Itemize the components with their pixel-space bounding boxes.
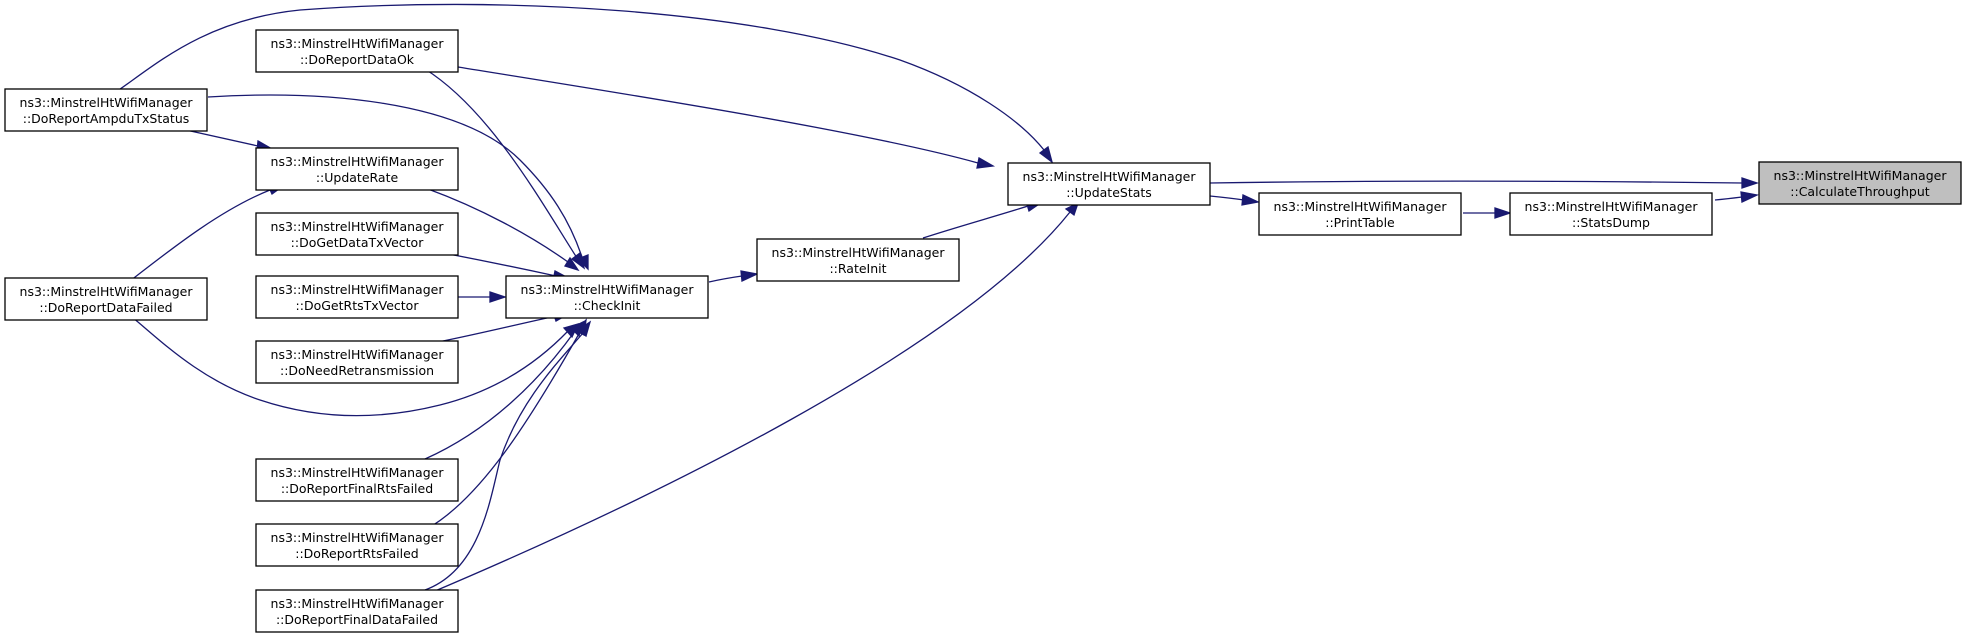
arrowhead [1494,207,1513,219]
edge-doreportdataok-to-checkinit [424,68,578,259]
node-dogetdatatxvector[interactable]: ns3::MinstrelHtWifiManager ::DoGetDataTx… [255,212,459,256]
node-checkinit[interactable]: ns3::MinstrelHtWifiManager ::CheckInit [505,275,709,319]
arrowhead [976,156,996,169]
node-line2: ::CalculateThroughput [1790,184,1930,199]
arrowhead [564,256,580,272]
arrowhead [1741,177,1760,189]
node-rateinit[interactable]: ns3::MinstrelHtWifiManager ::RateInit [756,238,960,282]
edge-rateinit-to-updatestats [922,205,1029,239]
node-line1: ns3::MinstrelHtWifiManager [271,530,445,545]
node-line2: ::RateInit [829,261,886,276]
node-line2: ::DoGetRtsTxVector [296,298,420,313]
node-line2: ::DoReportFinalDataFailed [276,612,438,627]
nodes: ns3::MinstrelHtWifiManager ::CalculateTh… [4,29,1962,633]
node-doreportdataok[interactable]: ns3::MinstrelHtWifiManager ::DoReportDat… [255,29,459,73]
node-updaterate[interactable]: ns3::MinstrelHtWifiManager ::UpdateRate [255,147,459,191]
edge-updaterate-to-checkinit [427,188,569,263]
node-doreportfinalrtsfailed[interactable]: ns3::MinstrelHtWifiManager ::DoReportFin… [255,458,459,502]
node-line1: ns3::MinstrelHtWifiManager [271,465,445,480]
edge-doreportfinaldata-to-updatestats [427,211,1071,595]
edge-doneedretrans-to-checkinit [427,315,557,345]
edge-updatestats-to-printtable [1209,195,1245,201]
arrowhead [740,270,760,282]
node-line1: ns3::MinstrelHtWifiManager [20,284,194,299]
node-line2: ::DoGetDataTxVector [291,235,425,250]
node-doreportrtsfailed[interactable]: ns3::MinstrelHtWifiManager ::DoReportRts… [255,523,459,567]
node-dogetrtstxvector[interactable]: ns3::MinstrelHtWifiManager ::DoGetRtsTxV… [255,275,459,319]
node-printtable[interactable]: ns3::MinstrelHtWifiManager ::PrintTable [1258,192,1462,236]
node-line1: ns3::MinstrelHtWifiManager [271,596,445,611]
node-line1: ns3::MinstrelHtWifiManager [271,154,445,169]
node-line2: ::UpdateStats [1066,185,1152,200]
arrowhead [1241,194,1261,206]
node-line2: ::DoReportDataOk [300,52,415,67]
node-line2: ::DoReportAmpduTxStatus [23,111,190,126]
node-line2: ::DoReportRtsFailed [295,546,419,561]
edge-doreportdatafailed-to-updaterate [129,189,271,282]
arrowhead [489,291,508,303]
node-line2: ::CheckInit [574,298,641,313]
node-doreportampdutxstatus[interactable]: ns3::MinstrelHtWifiManager ::DoReportAmp… [4,88,208,132]
edge-doreportampdu-to-updatestats [109,3,1045,151]
edges [109,3,1760,595]
node-line2: ::DoReportDataFailed [39,300,172,315]
node-line1: ns3::MinstrelHtWifiManager [271,282,445,297]
arrowhead [576,254,589,271]
node-line1: ns3::MinstrelHtWifiManager [20,95,194,110]
edge-doreportdatafailed-to-checkinit [131,316,569,417]
edge-doreportampdu-to-checkinit [207,94,584,261]
node-line1: ns3::MinstrelHtWifiManager [521,282,695,297]
edge-statsdump-to-calculatethroughput [1714,196,1743,201]
arrowhead [576,320,592,338]
edge-doreportfinaldata-to-checkinit [424,332,584,591]
node-line1: ns3::MinstrelHtWifiManager [271,219,445,234]
node-statsdump[interactable]: ns3::MinstrelHtWifiManager ::StatsDump [1509,192,1713,236]
node-calculatethroughput[interactable]: ns3::MinstrelHtWifiManager ::CalculateTh… [1758,161,1962,205]
node-updatestats[interactable]: ns3::MinstrelHtWifiManager ::UpdateStats [1007,162,1211,206]
arrowhead [1064,201,1080,217]
node-doneedretransmission[interactable]: ns3::MinstrelHtWifiManager ::DoNeedRetra… [255,340,459,384]
node-doreportfinaldatafailed[interactable]: ns3::MinstrelHtWifiManager ::DoReportFin… [255,589,459,633]
arrowhead [1038,145,1054,164]
node-line1: ns3::MinstrelHtWifiManager [271,347,445,362]
node-line1: ns3::MinstrelHtWifiManager [1525,199,1699,214]
node-line1: ns3::MinstrelHtWifiManager [772,245,946,260]
node-line1: ns3::MinstrelHtWifiManager [1023,169,1197,184]
edge-checkinit-to-rateinit [708,275,743,283]
edge-doreportdataok-to-updatestats [457,66,979,164]
edge-updatestats-to-calculatethroughput [1209,180,1743,184]
node-line1: ns3::MinstrelHtWifiManager [1774,168,1948,183]
edge-doreportfinalrts-to-checkinit [424,330,576,460]
node-doreportdatafailed[interactable]: ns3::MinstrelHtWifiManager ::DoReportDat… [4,277,208,321]
node-line2: ::DoReportFinalRtsFailed [281,481,433,496]
node-line2: ::PrintTable [1325,215,1395,230]
arrowhead [1740,191,1760,203]
edge-doreportrtsfailed-to-checkinit [424,331,581,531]
node-line2: ::StatsDump [1572,215,1650,230]
node-line2: ::UpdateRate [316,170,399,185]
node-line1: ns3::MinstrelHtWifiManager [1274,199,1448,214]
node-line2: ::DoNeedRetransmission [280,363,434,378]
node-line1: ns3::MinstrelHtWifiManager [271,36,445,51]
